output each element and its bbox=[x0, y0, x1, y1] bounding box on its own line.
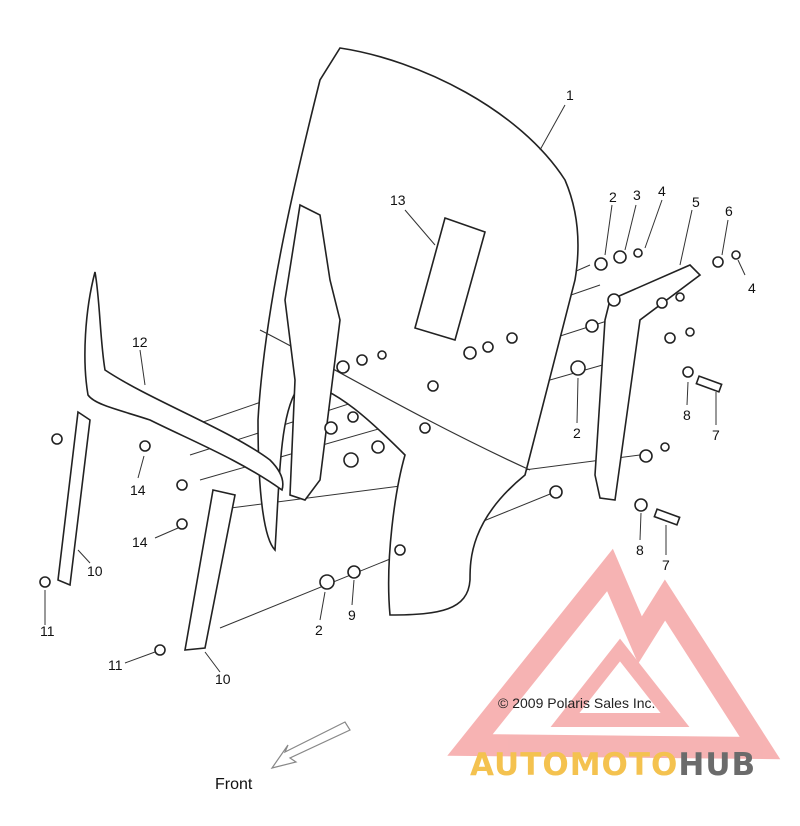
callout-labels: 1 2 3 4 5 6 4 8 7 2 13 12 14 14 10 11 11… bbox=[40, 87, 756, 687]
callout-11-left: 11 bbox=[40, 623, 55, 639]
hardware-washers bbox=[319, 248, 741, 590]
front-label: Front bbox=[215, 776, 253, 793]
callout-6: 6 bbox=[725, 203, 733, 219]
callout-2-bottom: 2 bbox=[315, 622, 323, 638]
callout-12: 12 bbox=[132, 334, 148, 350]
callout-8-top: 8 bbox=[683, 407, 691, 423]
trim-part-12 bbox=[84, 271, 284, 492]
copyright-text: © 2009 Polaris Sales Inc. bbox=[498, 695, 655, 711]
callout-9: 9 bbox=[348, 607, 356, 623]
callout-13: 13 bbox=[390, 192, 406, 208]
callout-5: 5 bbox=[692, 194, 700, 210]
callout-4-top: 4 bbox=[658, 183, 666, 199]
svg-text:AUTOMOTOHUB: AUTOMOTOHUB bbox=[470, 747, 756, 783]
callout-1: 1 bbox=[566, 87, 574, 103]
windshield-contour bbox=[259, 329, 531, 471]
brand-wordmark: AUTOMOTOHUB bbox=[470, 747, 756, 783]
callout-8-bottom: 8 bbox=[636, 542, 644, 558]
windshield-part-1 bbox=[257, 47, 579, 616]
callout-14-top: 14 bbox=[130, 482, 146, 498]
callout-7-top: 7 bbox=[712, 427, 720, 443]
brand-part-automoto: AUTOMOTO bbox=[470, 747, 678, 783]
callout-14-bottom: 14 bbox=[132, 534, 148, 550]
callout-10-left: 10 bbox=[87, 563, 103, 579]
decal-part-13 bbox=[414, 216, 486, 342]
callout-7-bottom: 7 bbox=[662, 557, 670, 573]
strip-part-10-right bbox=[184, 489, 236, 651]
strip-part-10-left bbox=[57, 410, 91, 587]
callout-2-mid: 2 bbox=[573, 425, 581, 441]
callout-3: 3 bbox=[633, 187, 641, 203]
callout-leaders bbox=[44, 104, 746, 673]
callout-10-bottom: 10 bbox=[215, 671, 231, 687]
callout-2-top: 2 bbox=[609, 189, 617, 205]
brand-part-hub: HUB bbox=[678, 747, 756, 783]
mount-bracket-part-5 bbox=[594, 264, 702, 501]
fasteners bbox=[39, 375, 723, 656]
callout-4-right: 4 bbox=[748, 280, 756, 296]
front-arrow: Front bbox=[215, 721, 351, 793]
automotohub-logo-mark bbox=[447, 548, 781, 760]
callout-11-bottom: 11 bbox=[108, 657, 123, 673]
